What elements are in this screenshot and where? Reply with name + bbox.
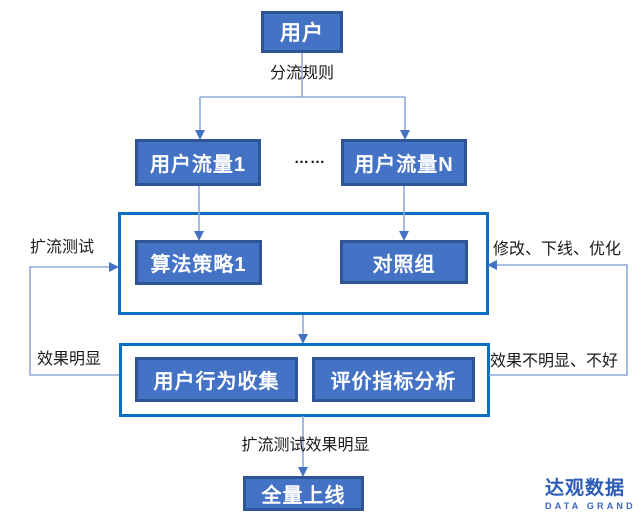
logo-chinese-name: 达观数据 <box>545 478 626 499</box>
arrow-into-trafficN <box>400 130 410 140</box>
node-traffic-1: 用户流量1 <box>135 139 261 186</box>
label-expand-test-effect-obvious: 扩流测试效果明显 <box>241 437 370 454</box>
node-full-launch: 全量上线 <box>243 476 364 511</box>
node-evaluation-metric-analysis: 评价指标分析 <box>312 357 475 402</box>
logo-english-name: DATA GRAND <box>545 501 636 511</box>
label-modify-offline-optimize: 修改、下线、优化 <box>493 241 622 258</box>
arrow-into-frame1-right <box>487 260 497 270</box>
datagrand-logo: 达观数据 DATA GRAND <box>545 478 636 511</box>
label-effect-obvious: 效果明显 <box>36 351 101 368</box>
arrow-into-control <box>399 231 409 241</box>
edge-left-loop <box>29 266 119 376</box>
node-user: 用户 <box>261 11 343 53</box>
arrow-into-traffic1 <box>195 130 205 140</box>
label-expand-test: 扩流测试 <box>29 239 94 256</box>
arrowheads <box>109 130 497 477</box>
arrow-into-frame2 <box>298 334 308 344</box>
label-split-rule: 分流规则 <box>269 65 334 82</box>
arrow-into-strategy1 <box>194 231 204 241</box>
evaluation-group-frame <box>119 343 490 417</box>
ellipsis-dots: …… <box>294 150 326 167</box>
node-algorithm-strategy-1: 算法策略1 <box>135 240 262 285</box>
node-traffic-n: 用户流量N <box>341 139 467 186</box>
node-user-behavior-collection: 用户行为收集 <box>135 357 298 402</box>
label-effect-not-obvious: 效果不明显、不好 <box>490 353 619 370</box>
ab-test-group-frame <box>118 212 489 315</box>
edge-right-loop <box>489 264 628 376</box>
node-control-group: 对照组 <box>340 240 468 284</box>
arrow-into-frame1-left <box>109 262 119 272</box>
arrow-into-launch <box>298 467 308 477</box>
